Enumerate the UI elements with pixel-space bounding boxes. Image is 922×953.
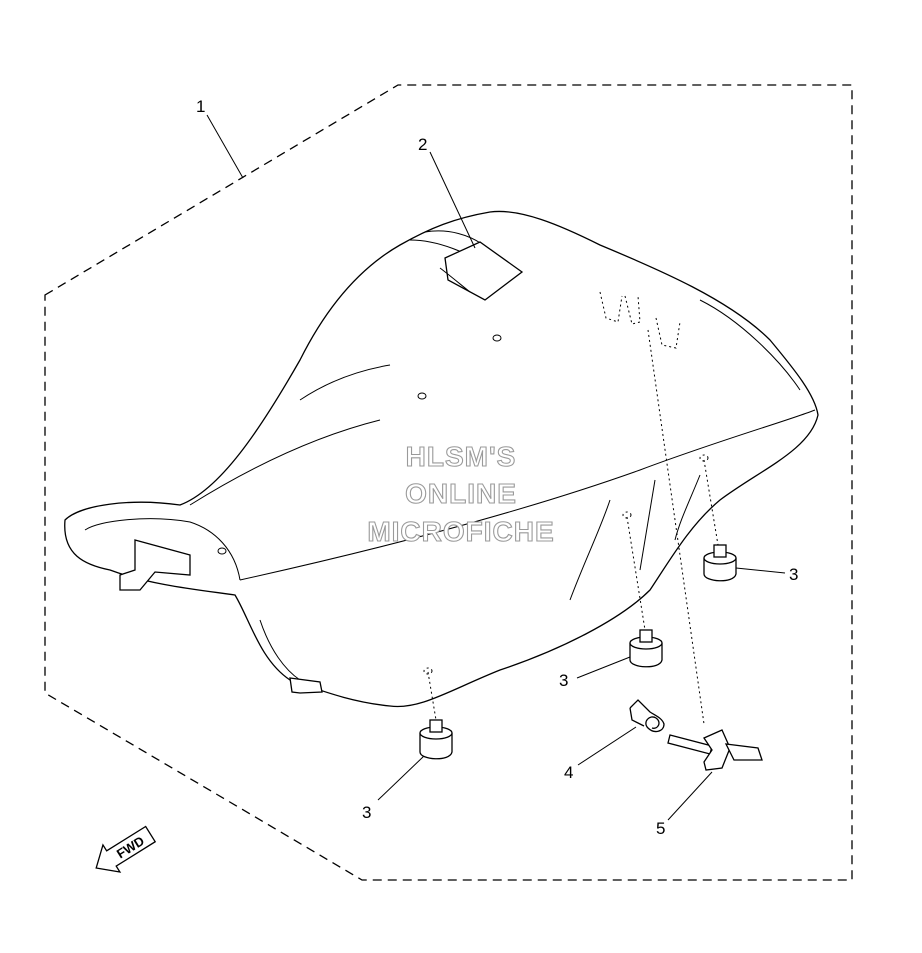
leader-line-4 — [577, 726, 637, 766]
leader-line-3b — [576, 656, 631, 679]
callout-1: 1 — [196, 97, 205, 116]
callout-3-left: 3 — [362, 803, 371, 822]
damper-part-2 — [622, 511, 663, 668]
leader-line-5 — [667, 771, 713, 821]
lock-lever-part — [647, 329, 763, 771]
callout-3-middle: 3 — [559, 671, 568, 690]
seat-body — [64, 210, 819, 708]
spring-part — [629, 699, 665, 733]
leader-line-2 — [429, 151, 476, 249]
callout-3-right: 3 — [789, 565, 798, 584]
callout-4: 4 — [564, 763, 573, 782]
assembly-boundary — [44, 84, 853, 881]
watermark-line-1: HLSM'S — [406, 441, 517, 472]
leader-line-3c — [735, 567, 786, 574]
damper-part-1 — [419, 667, 453, 760]
watermark-line-3: MICROFICHE — [367, 516, 554, 547]
callout-2: 2 — [418, 135, 427, 154]
damper-part-3 — [699, 454, 737, 582]
leader-line-3a — [377, 755, 425, 801]
watermark: HLSM'S ONLINE MICROFICHE — [367, 440, 554, 547]
seat-pad-part — [439, 241, 524, 301]
leader-line-1 — [206, 114, 244, 179]
callout-5: 5 — [656, 819, 665, 838]
watermark-line-2: ONLINE — [405, 478, 517, 509]
fwd-arrow-icon: FWD — [95, 825, 157, 873]
